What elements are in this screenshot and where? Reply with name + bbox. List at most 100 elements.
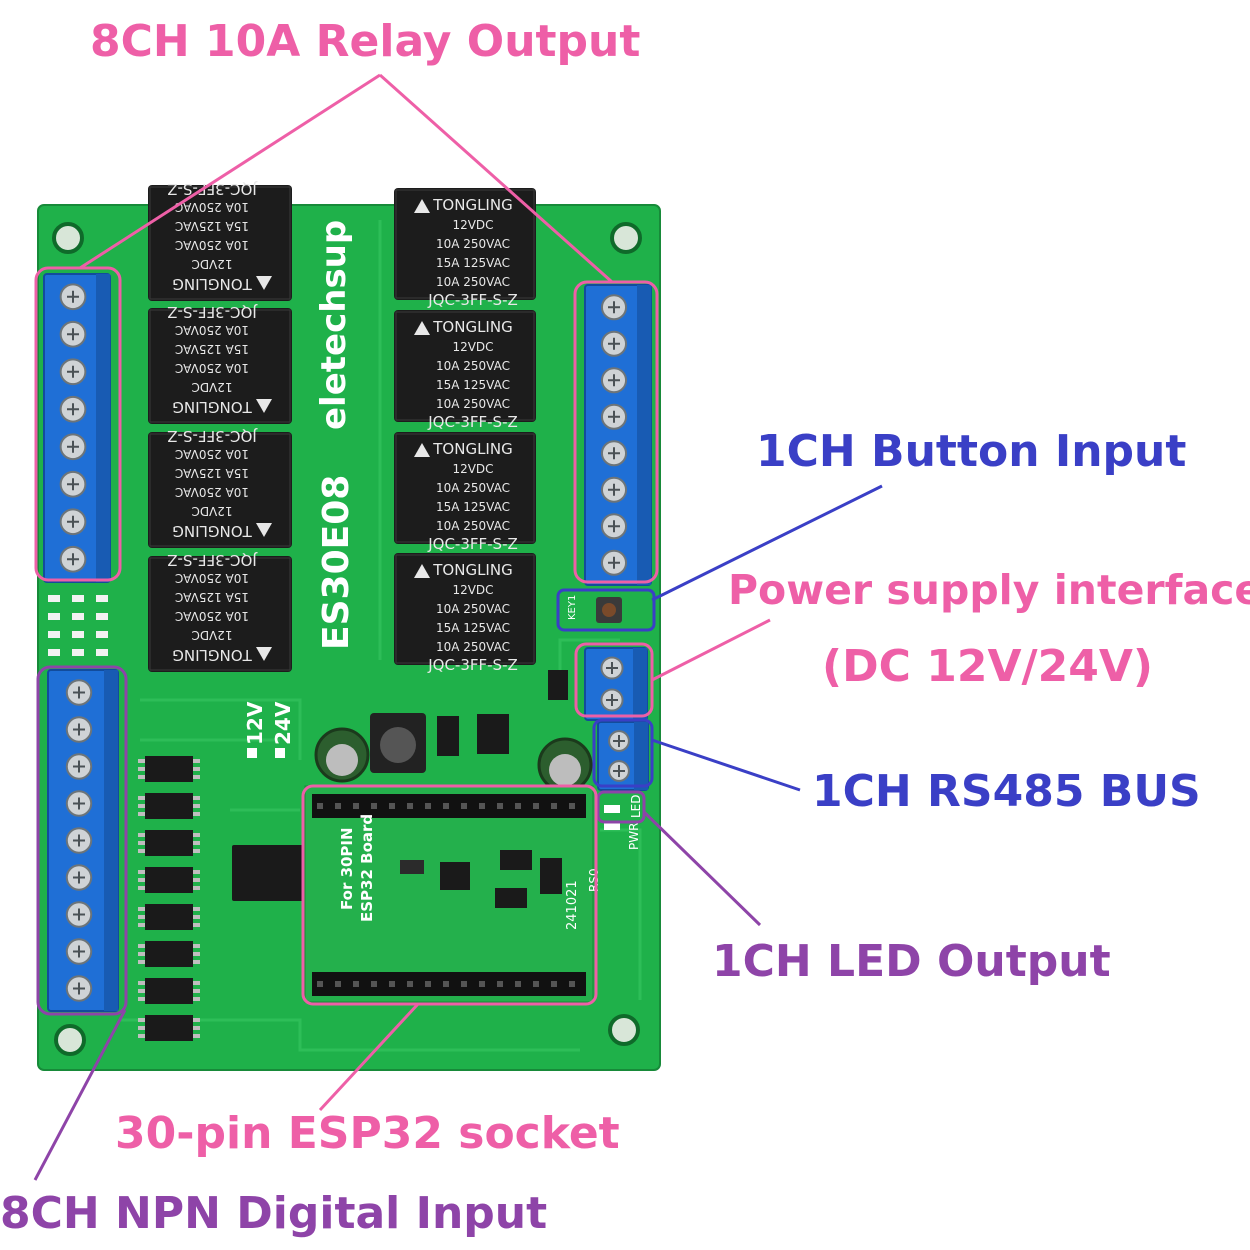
socket-pin bbox=[389, 803, 395, 809]
terminal-relay-right bbox=[584, 284, 652, 586]
relay-text: JQC-3FF-S-Z bbox=[427, 535, 518, 553]
screw-terminal[interactable] bbox=[65, 753, 93, 780]
relay-text: 15A 125VAC bbox=[436, 378, 510, 392]
socket-pin bbox=[371, 981, 377, 987]
relay-text: JQC-3FF-S-Z bbox=[167, 180, 258, 198]
callout-esp32-socket: 30-pin ESP32 socket bbox=[115, 1108, 620, 1159]
highlight-rs485 bbox=[592, 718, 654, 788]
relay-text: 10A 250VAC bbox=[436, 519, 510, 533]
relay-text: 15A 125VAC bbox=[436, 621, 510, 635]
socket-pin bbox=[335, 803, 341, 809]
relay-text: 12VDC bbox=[191, 380, 232, 394]
relay-text: 10A 250VAC bbox=[436, 237, 510, 251]
leader-relay-left bbox=[79, 73, 381, 270]
leader-rs485 bbox=[651, 738, 801, 792]
screw-terminal[interactable] bbox=[600, 513, 628, 540]
screw-terminal[interactable] bbox=[59, 508, 87, 536]
relay-text: TONGLING bbox=[172, 522, 252, 540]
socket-pin bbox=[551, 981, 557, 987]
relay-text: 10A 250VAC bbox=[436, 481, 510, 495]
screw-terminal[interactable] bbox=[65, 679, 93, 706]
callout-button-input: 1CH Button Input bbox=[756, 426, 1187, 477]
model-silkscreen: ES30E08 bbox=[316, 475, 357, 650]
screw-terminal[interactable] bbox=[59, 283, 87, 311]
relay-text: TONGLING bbox=[172, 398, 252, 416]
screw-terminal[interactable] bbox=[608, 760, 630, 782]
relay-logo-icon bbox=[256, 523, 272, 537]
screw-terminal[interactable] bbox=[600, 656, 624, 680]
relay-text: TONGLING bbox=[172, 275, 252, 293]
voltage-24-label: 24V bbox=[271, 701, 295, 745]
screw-terminal[interactable] bbox=[59, 395, 87, 423]
screw-terminal[interactable] bbox=[600, 549, 628, 576]
relay-text: 10A 250VAC bbox=[175, 571, 249, 585]
screw-terminal[interactable] bbox=[65, 716, 93, 743]
relay-text: JQC-3FF-S-Z bbox=[167, 303, 258, 321]
relay-text: 12VDC bbox=[452, 218, 493, 232]
capacitor bbox=[314, 727, 593, 793]
relay-text: 12VDC bbox=[452, 583, 493, 597]
inductor bbox=[370, 713, 426, 773]
terminal-relay-left bbox=[43, 273, 111, 583]
leader-relay-right bbox=[379, 73, 613, 284]
socket-pin bbox=[569, 981, 575, 987]
relay-text: 15A 125VAC bbox=[436, 500, 510, 514]
screw-terminal[interactable] bbox=[600, 403, 628, 430]
leader-power bbox=[651, 618, 771, 682]
socket-pin bbox=[353, 803, 359, 809]
relay-text: 10A 250VAC bbox=[175, 200, 249, 214]
relay-text: 10A 250VAC bbox=[175, 485, 249, 499]
screw-terminal[interactable] bbox=[59, 545, 87, 573]
screw-terminal[interactable] bbox=[600, 330, 628, 357]
relay-text: 15A 125VAC bbox=[175, 590, 249, 604]
screw-terminal[interactable] bbox=[59, 433, 87, 461]
socket-pin bbox=[497, 981, 503, 987]
screw-terminal[interactable] bbox=[600, 294, 628, 321]
relay-text: 15A 125VAC bbox=[175, 342, 249, 356]
screw-terminal[interactable] bbox=[59, 320, 87, 348]
screw-terminal[interactable] bbox=[600, 440, 628, 467]
socket-pin bbox=[533, 803, 539, 809]
smd-led bbox=[96, 649, 108, 656]
optocoupler-column bbox=[138, 756, 200, 1041]
highlight-button bbox=[556, 588, 656, 632]
terminal-power bbox=[584, 647, 648, 721]
socket-pin bbox=[497, 803, 503, 809]
screw-terminal[interactable] bbox=[600, 476, 628, 503]
smd-led bbox=[48, 631, 60, 638]
esp-board-label-2: ESP32 Board bbox=[358, 814, 376, 922]
smd-led bbox=[72, 595, 84, 602]
socket-pin bbox=[389, 981, 395, 987]
screw-terminal[interactable] bbox=[600, 367, 628, 394]
screw-terminal[interactable] bbox=[600, 688, 624, 712]
screw-terminal[interactable] bbox=[65, 975, 93, 1002]
socket-pin bbox=[317, 981, 323, 987]
button-key1[interactable]: KEY1 bbox=[560, 592, 652, 628]
leader-led bbox=[642, 810, 762, 927]
callout-relay-output: 8CH 10A Relay Output bbox=[90, 16, 641, 67]
socket-pin bbox=[371, 803, 377, 809]
screw-terminal[interactable] bbox=[65, 790, 93, 817]
relay-text: 12VDC bbox=[191, 257, 232, 271]
screw-terminal[interactable] bbox=[65, 864, 93, 891]
relay-text: 10A 250VAC bbox=[175, 323, 249, 337]
screw-terminal[interactable] bbox=[608, 730, 630, 752]
optocoupler bbox=[138, 830, 200, 856]
screw-terminal[interactable] bbox=[65, 827, 93, 854]
screw-terminal[interactable] bbox=[59, 358, 87, 386]
terminal-rs485 bbox=[597, 721, 649, 791]
screw-terminal[interactable] bbox=[59, 470, 87, 498]
relay-text: 10A 250VAC bbox=[175, 238, 249, 252]
relay-text: 10A 250VAC bbox=[175, 609, 249, 623]
relay-logo-icon bbox=[414, 564, 430, 578]
relay-text: 12VDC bbox=[191, 628, 232, 642]
screw-terminal[interactable] bbox=[65, 901, 93, 928]
socket-pin bbox=[515, 803, 521, 809]
screw-terminal[interactable] bbox=[65, 938, 93, 965]
socket-pin bbox=[425, 803, 431, 809]
